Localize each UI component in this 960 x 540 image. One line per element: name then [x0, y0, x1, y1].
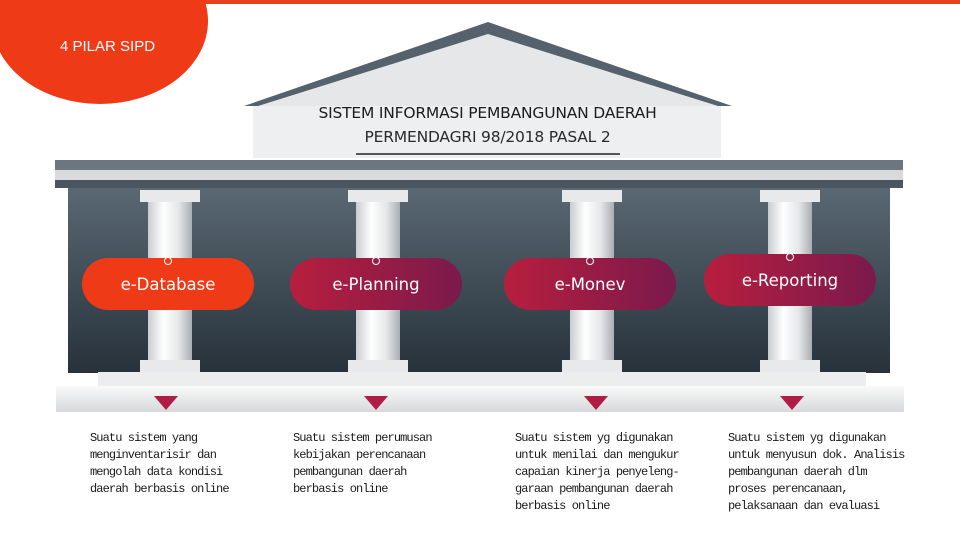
pillar-label: e-Reporting — [741, 270, 839, 290]
description-line: daerah berbasis online — [90, 482, 230, 496]
pointer-1 — [154, 396, 178, 410]
description-line: pembangunan daerah — [293, 465, 407, 479]
top-accent-bar — [0, 0, 960, 4]
description-line: mengolah data kondisi — [90, 465, 223, 479]
section-badge-label: 4 PILAR SIPD — [60, 38, 156, 55]
pillar-description-e-monev: Suatu sistem yg digunakan untuk menilai … — [515, 430, 705, 515]
base-step-2 — [56, 386, 904, 412]
roof-title: SISTEM INFORMASI PEMBANGUNAN DAERAH — [318, 104, 657, 122]
pillar-pill-e-monev: e-Monev — [504, 257, 676, 310]
description-line: kebijakan perencanaan — [293, 448, 426, 462]
pillar-label: e-Planning — [332, 274, 420, 294]
description-line: Suatu sistem perumusan — [293, 431, 433, 445]
description-line: untuk menilai dan mengukur — [515, 448, 680, 462]
pillar-pill-e-planning: e-Planning — [290, 257, 462, 310]
description-line: berbasis online — [293, 482, 388, 496]
description-line: Suatu sistem yg digunakan — [515, 431, 673, 445]
description-line: untuk menyusun dok. Analisis — [728, 448, 905, 462]
description-line: capaian kinerja penyeleng- — [515, 465, 680, 479]
entablature-shadow — [55, 180, 903, 188]
pillar-description-e-database: Suatu sistem yang menginventarisir dan m… — [90, 430, 260, 498]
pin-icon — [164, 257, 172, 265]
pillar-pill-e-database: e-Database — [82, 257, 254, 310]
pillar-pill-e-reporting: e-Reporting — [704, 253, 876, 306]
roof-frieze — [253, 106, 721, 158]
entablature-band — [55, 170, 903, 180]
pillar-label: e-Database — [120, 274, 216, 294]
entablature-top — [55, 160, 903, 170]
description-line: berbasis online — [515, 499, 610, 513]
pointer-4 — [780, 396, 804, 410]
pin-icon — [372, 257, 380, 265]
roof-underline — [356, 153, 620, 155]
pillar-description-e-reporting: Suatu sistem yg digunakan untuk menyusun… — [728, 430, 928, 515]
description-line: garaan pembangunan daerah — [515, 482, 673, 496]
description-line: proses perencanaan, — [728, 482, 849, 496]
roof-pediment-inner — [258, 34, 718, 106]
description-line: menginventarisir dan — [90, 448, 217, 462]
base-step-1 — [98, 372, 866, 386]
pin-icon — [586, 257, 594, 265]
description-line: Suatu sistem yg digunakan — [728, 431, 886, 445]
pointer-2 — [364, 396, 388, 410]
pillar-label: e-Monev — [554, 274, 626, 294]
description-line: pembangunan daerah dlm — [728, 465, 868, 479]
pillar-description-e-planning: Suatu sistem perumusan kebijakan perenca… — [293, 430, 473, 498]
pointer-3 — [584, 396, 608, 410]
description-line: Suatu sistem yang — [90, 431, 198, 445]
roof-subtitle: PERMENDAGRI 98/2018 PASAL 2 — [364, 128, 611, 146]
pin-icon — [786, 253, 794, 261]
description-line: pelaksanaan dan evaluasi — [728, 499, 880, 513]
